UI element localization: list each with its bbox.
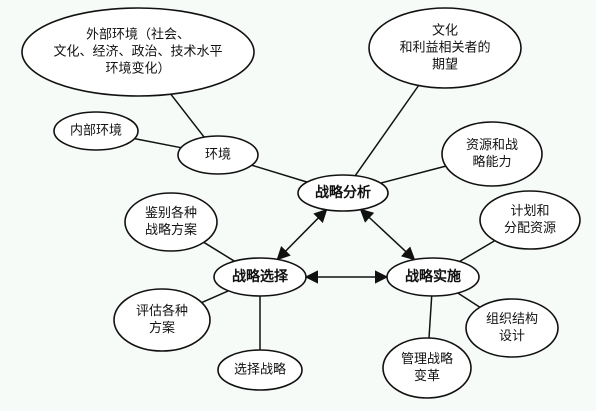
node-plan-label-0: 计划和 [510, 204, 549, 219]
node-evaluate-label-0: 评估各种 [136, 303, 188, 319]
edge-plan-implementation [459, 239, 496, 263]
node-choice: 战略选择 [213, 257, 307, 297]
node-analysis-shape [297, 174, 389, 212]
node-identify-label-1: 战略方案 [145, 222, 197, 238]
edge-external-env-environment [170, 93, 205, 138]
edge-manage-change-implementation [428, 295, 433, 339]
node-implementation-label-0: 战略实施 [405, 268, 461, 285]
node-select-label-0: 选择战略 [234, 362, 286, 378]
node-resources-shape [441, 121, 543, 187]
node-manage-change-label-0: 管理战略 [401, 351, 453, 367]
node-culture-shape [368, 7, 522, 89]
edge-resources-analysis [380, 165, 446, 184]
edge-culture-analysis [354, 85, 420, 177]
node-implementation-shape [386, 257, 480, 297]
node-manage-change-shape [382, 337, 472, 399]
node-culture-label-2: 期望 [432, 57, 458, 73]
node-internal-env-label-0: 内部环境 [70, 123, 122, 139]
node-external-env-shape [21, 7, 255, 97]
connector-lines [134, 85, 496, 350]
edge-org-implementation [457, 292, 481, 308]
node-external-env-label-1: 文化、经济、政治、技术水平 [53, 45, 222, 60]
node-evaluate-label-1: 方案 [149, 320, 175, 336]
node-identify-shape [124, 192, 218, 252]
node-environment-label-0: 环境 [205, 148, 231, 163]
node-environment-shape [177, 135, 259, 175]
node-internal-env: 内部环境 [53, 111, 139, 151]
node-plan-label-1: 分配资源 [504, 221, 556, 236]
node-environment: 环境 [177, 135, 259, 175]
node-org-label-0: 组织结构 [486, 312, 538, 327]
node-implementation: 战略实施 [386, 257, 480, 297]
edge-internal-env-environment [134, 137, 182, 149]
edge-analysis-choice [276, 208, 328, 261]
node-identify-label-0: 鉴别各种 [145, 205, 197, 221]
edge-evaluate-choice [201, 290, 229, 304]
node-manage-change-label-1: 变革 [414, 368, 440, 384]
node-culture-label-1: 和利益相关者的 [399, 40, 490, 56]
node-evaluate-shape [113, 288, 211, 352]
node-plan-shape [479, 190, 581, 250]
node-resources-label-0: 资源和战 [466, 138, 518, 153]
node-analysis-label-0: 战略分析 [315, 184, 371, 201]
node-culture-label-0: 文化 [432, 24, 458, 39]
node-choice-label-0: 战略选择 [232, 268, 289, 285]
node-external-env-label-0: 外部环境（社会、 [86, 27, 190, 43]
node-external-env-label-2: 环境变化） [105, 61, 170, 77]
edge-environment-analysis [251, 164, 308, 183]
node-choice-shape [213, 257, 307, 297]
node-org-label-1: 设计 [499, 329, 525, 344]
edge-analysis-implementation [359, 208, 416, 261]
node-select: 选择战略 [217, 349, 303, 391]
node-resources-label-1: 略能力 [472, 154, 511, 170]
node-analysis: 战略分析 [297, 174, 389, 212]
node-select-shape [217, 349, 303, 391]
node-internal-env-shape [53, 111, 139, 151]
edge-identify-choice [203, 241, 235, 262]
node-org-shape [465, 298, 559, 358]
